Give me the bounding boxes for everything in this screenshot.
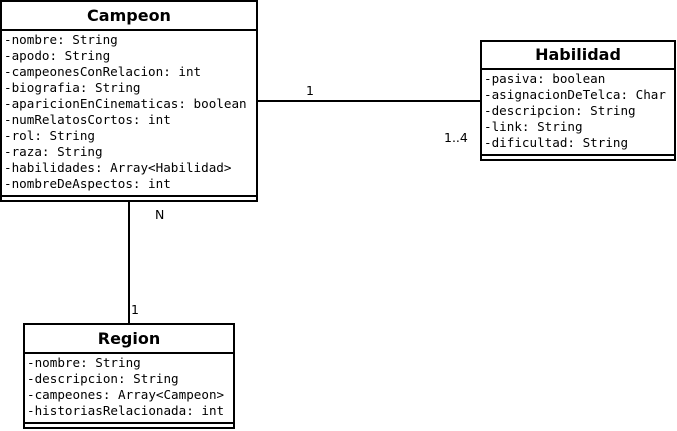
- attribute: -campeonesConRelacion: int: [4, 64, 202, 79]
- class-name: Habilidad: [482, 42, 674, 70]
- multiplicity-campeon-habilidad-target: 1..4: [444, 130, 468, 145]
- class-region[interactable]: Region -nombre: String -descripcion: Str…: [23, 323, 235, 429]
- attribute: -numRelatosCortos: int: [4, 112, 171, 127]
- class-habilidad[interactable]: Habilidad -pasiva: boolean -asignacionDe…: [480, 40, 676, 161]
- class-name: Region: [25, 325, 233, 354]
- attribute: -aparicionEnCinematicas: boolean: [4, 96, 247, 111]
- attribute: -dificultad: String: [484, 135, 629, 150]
- attribute: -pasiva: boolean: [484, 71, 606, 86]
- class-name: Campeon: [2, 2, 256, 31]
- multiplicity-campeon-habilidad-source: 1: [306, 83, 314, 98]
- attribute: -asignacionDeTelca: Char: [484, 87, 666, 102]
- attribute-list: -nombre: String -apodo: String -campeone…: [2, 31, 256, 197]
- multiplicity-campeon-region-source: N: [155, 207, 165, 222]
- attribute: -campeones: Array<Campeon>: [27, 387, 225, 402]
- attribute: -rol: String: [4, 128, 95, 143]
- attribute: -nombreDeAspectos: int: [4, 176, 171, 191]
- multiplicity-campeon-region-target: 1: [131, 302, 139, 317]
- attribute: -descripcion: String: [484, 103, 636, 118]
- attribute: -historiasRelacionada: int: [27, 403, 225, 418]
- attribute-list: -pasiva: boolean -asignacionDeTelca: Cha…: [482, 70, 674, 156]
- attribute-list: -nombre: String -descripcion: String -ca…: [25, 354, 233, 424]
- class-campeon[interactable]: Campeon -nombre: String -apodo: String -…: [0, 0, 258, 202]
- attribute: -apodo: String: [4, 48, 111, 63]
- attribute: -raza: String: [4, 144, 103, 159]
- attribute: -nombre: String: [27, 355, 141, 370]
- attribute: -nombre: String: [4, 32, 118, 47]
- attribute: -biografia: String: [4, 80, 141, 95]
- attribute: -link: String: [484, 119, 583, 134]
- attribute: -descripcion: String: [27, 371, 179, 386]
- attribute: -habilidades: Array<Habilidad>: [4, 160, 232, 175]
